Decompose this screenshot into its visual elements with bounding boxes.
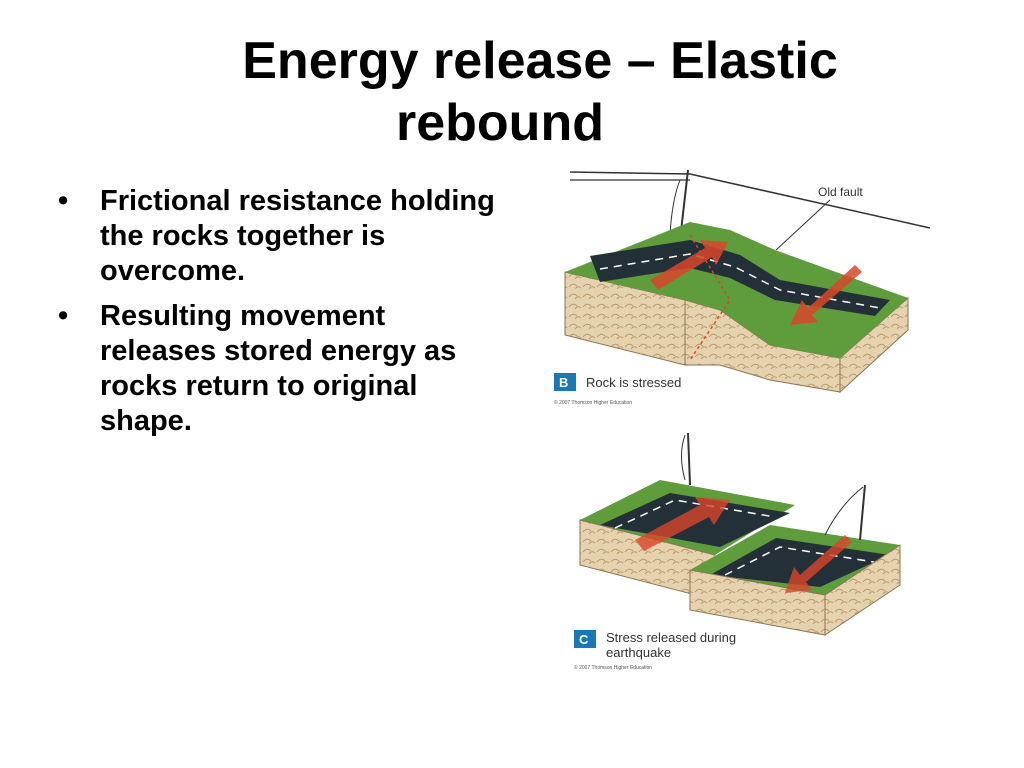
bullet-text: Resulting movement releases stored energ… bbox=[100, 300, 457, 437]
bullet-text: Frictional resistance holding the rocks … bbox=[100, 185, 495, 287]
figure-c-caption-line-1: Stress released during bbox=[606, 630, 736, 645]
figure-rock-stressed: Old fault B Rock is stressed © 2007 Thom… bbox=[540, 160, 940, 410]
figure-stress-released: C Stress released during earthquake © 20… bbox=[540, 425, 920, 675]
figure-b-copyright: © 2007 Thomson Higher Education bbox=[554, 399, 632, 406]
bullet-dot: • bbox=[58, 185, 69, 217]
figure-b-letter: B bbox=[559, 375, 568, 390]
slide-title: Energy release – Elastic rebound bbox=[120, 30, 960, 154]
bullet-dot: • bbox=[58, 300, 69, 332]
title-line-2: rebound bbox=[396, 94, 604, 152]
figure-c-caption-line-2: earthquake bbox=[606, 645, 671, 660]
bullet-item: • Frictional resistance holding the rock… bbox=[58, 184, 498, 289]
title-line-1: Energy release – Elastic bbox=[242, 32, 838, 90]
figure-c-letter: C bbox=[579, 632, 589, 647]
stressed-block-illustration: Old fault B Rock is stressed © 2007 Thom… bbox=[554, 169, 931, 406]
bullet-item: • Resulting movement releases stored ene… bbox=[58, 299, 498, 439]
bullet-list: • Frictional resistance holding the rock… bbox=[58, 184, 498, 449]
old-fault-label: Old fault bbox=[818, 185, 863, 199]
figure-c-copyright: © 2007 Thomson Higher Education bbox=[574, 664, 652, 671]
figure-b-badge bbox=[554, 373, 576, 391]
figure-c-badge bbox=[574, 630, 596, 648]
figure-b-caption: Rock is stressed bbox=[586, 375, 681, 390]
released-block-illustration: C Stress released during earthquake © 20… bbox=[574, 432, 901, 671]
